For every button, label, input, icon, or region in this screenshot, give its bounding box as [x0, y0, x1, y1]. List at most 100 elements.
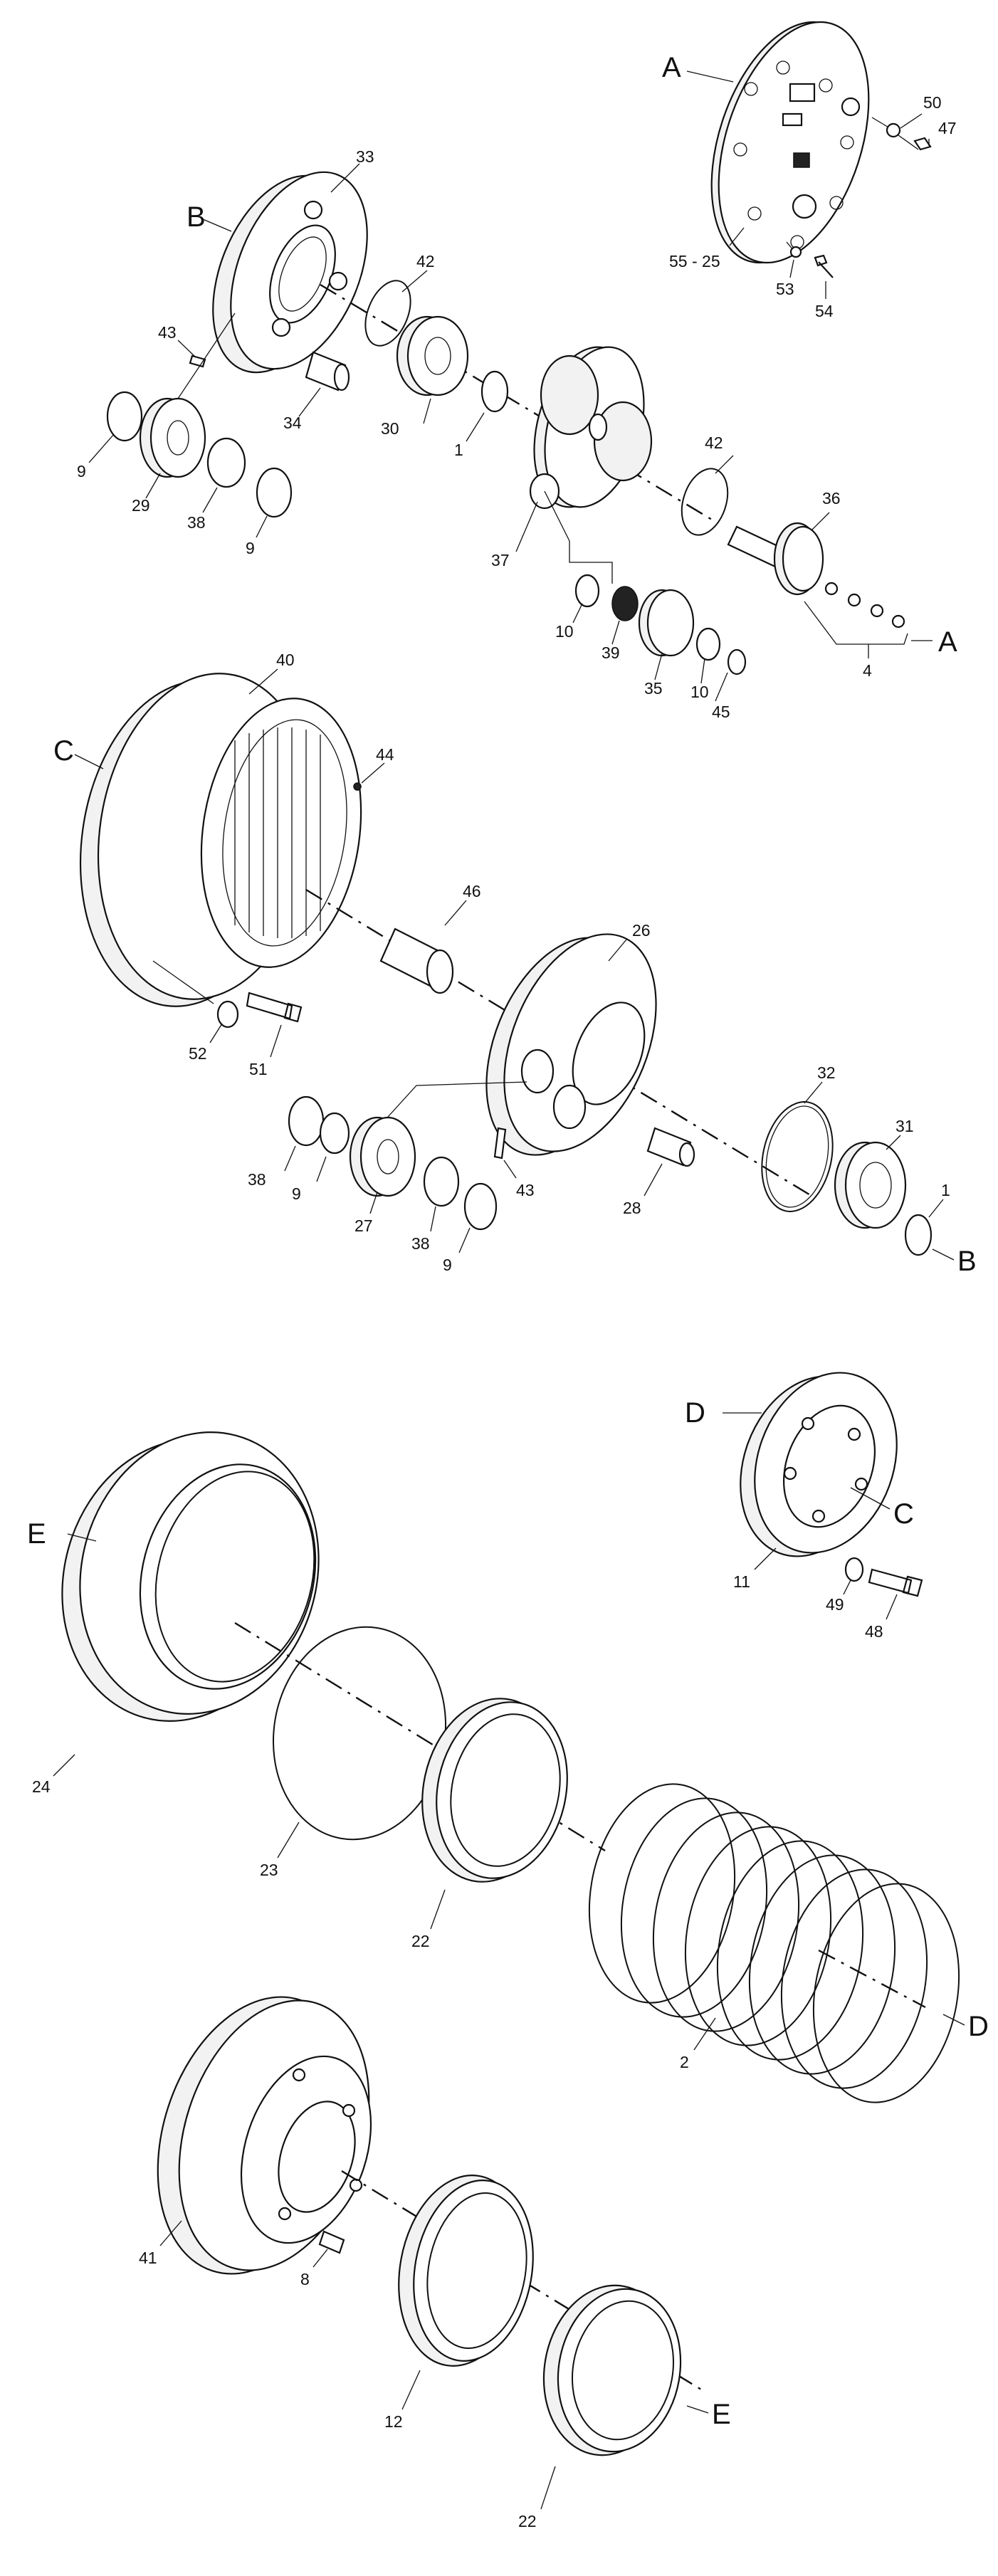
housing-group — [53, 1372, 965, 2103]
label-48: 48 — [865, 1622, 883, 1641]
bolt-51-part — [246, 992, 303, 1023]
label-33: 33 — [356, 147, 374, 166]
ref-e-label-2: E — [712, 2399, 731, 2430]
label-35: 35 — [644, 679, 663, 698]
plug-44-part — [353, 782, 362, 791]
label-51: 51 — [249, 1060, 268, 1078]
label-40: 40 — [276, 651, 295, 669]
label-22b: 22 — [518, 2512, 537, 2530]
bolt-47-part — [913, 137, 932, 151]
ring-gear-40-part — [79, 673, 362, 1007]
ref-a-label-2: A — [938, 626, 957, 658]
top-planetary-group — [88, 21, 933, 702]
label-44: 44 — [376, 745, 394, 764]
washer-9b-part — [256, 467, 293, 518]
ball-4a-part — [824, 582, 839, 596]
sun-shaft-36-part — [727, 522, 824, 596]
label-12: 12 — [384, 2412, 403, 2431]
bearing-39-part — [611, 586, 639, 621]
planet-gear-35-part — [638, 589, 695, 657]
label-45: 45 — [712, 703, 730, 721]
label-26: 26 — [632, 921, 651, 940]
label-39: 39 — [602, 643, 620, 662]
label-24: 24 — [32, 1777, 51, 1796]
label-27: 27 — [354, 1216, 373, 1235]
bolt-54-part — [814, 254, 834, 278]
label-46: 46 — [463, 882, 481, 900]
housing-41-part — [157, 1996, 372, 2275]
label-43b: 43 — [516, 1181, 535, 1199]
label-11: 11 — [733, 1572, 750, 1591]
label-32: 32 — [817, 1063, 836, 1082]
label-31: 31 — [895, 1117, 914, 1135]
planet-gear-30-part — [396, 315, 469, 396]
label-53: 53 — [776, 280, 794, 298]
ref-c-label: C — [53, 735, 74, 767]
label-23: 23 — [260, 1861, 278, 1879]
planet-gear-29-part — [139, 397, 206, 478]
label-38c: 38 — [411, 1234, 430, 1253]
o-ring-42-part — [364, 280, 411, 347]
sun-gear-31-part — [834, 1141, 907, 1229]
thrust-washer-1a-part — [480, 370, 509, 413]
ref-b-label: B — [187, 201, 206, 233]
label-9b: 9 — [246, 539, 255, 557]
washer-10a-part — [574, 574, 600, 608]
label-28: 28 — [623, 1199, 641, 1217]
pin-43b-part — [493, 1127, 507, 1160]
label-49: 49 — [826, 1595, 844, 1614]
label-1a: 1 — [454, 441, 463, 459]
label-41: 41 — [139, 2249, 157, 2267]
label-10a: 10 — [555, 622, 574, 641]
thrust-washer-1b-part — [904, 1214, 933, 1256]
label-8: 8 — [300, 2270, 310, 2288]
label-37: 37 — [491, 551, 510, 569]
cover-plate-part — [710, 21, 870, 264]
ref-a-label: A — [662, 52, 681, 83]
label-42a: 42 — [416, 252, 435, 270]
housing-24-part — [61, 1431, 320, 1722]
ref-e-label: E — [27, 1518, 46, 1550]
washer-9a-part — [106, 391, 143, 442]
ball-4b-part — [847, 593, 861, 607]
label-54: 54 — [815, 302, 834, 320]
label-34: 34 — [283, 414, 302, 432]
bearing-46-part — [379, 927, 454, 994]
bearing-38c-part — [423, 1156, 460, 1207]
bearing-38a-part — [206, 437, 246, 488]
snap-ring-45-part — [727, 648, 747, 675]
pin-8-part — [318, 2230, 345, 2254]
label-55-25: 55 - 25 — [669, 252, 720, 270]
ref-d-label: D — [685, 1397, 705, 1429]
ball-4d-part — [891, 614, 905, 629]
planet-gear-27-part — [349, 1116, 416, 1197]
label-43a: 43 — [158, 323, 177, 342]
middle-planetary-group — [74, 668, 955, 1261]
disc-spring-stack-2-part — [588, 1783, 960, 2103]
label-10b: 10 — [690, 683, 709, 701]
ref-c-label-2: C — [893, 1498, 914, 1530]
label-2: 2 — [680, 2053, 689, 2071]
label-38a: 38 — [187, 513, 206, 532]
label-9a: 9 — [77, 462, 86, 480]
label-52: 52 — [189, 1044, 207, 1063]
ref-b-label-2: B — [957, 1246, 977, 1277]
seal-12-part — [398, 2175, 534, 2367]
ref-d-label-2: D — [968, 2011, 989, 2042]
washer-50-part — [886, 122, 901, 138]
pin-34-part — [305, 351, 350, 391]
washer-10b-part — [695, 627, 721, 661]
planet-carrier-37-part — [529, 346, 653, 510]
bolt-48-part — [868, 1568, 923, 1597]
label-47: 47 — [938, 119, 957, 137]
ball-4c-part — [870, 604, 884, 618]
label-50: 50 — [923, 93, 942, 112]
brake-ring-11-part — [740, 1372, 898, 1557]
planet-carrier-33-part — [212, 171, 368, 374]
washer-49-part — [844, 1557, 864, 1582]
label-29: 29 — [132, 496, 150, 515]
planet-carrier-26-part — [485, 933, 657, 1156]
o-ring-32-part — [761, 1101, 834, 1212]
bearing-38b-part — [288, 1095, 325, 1147]
